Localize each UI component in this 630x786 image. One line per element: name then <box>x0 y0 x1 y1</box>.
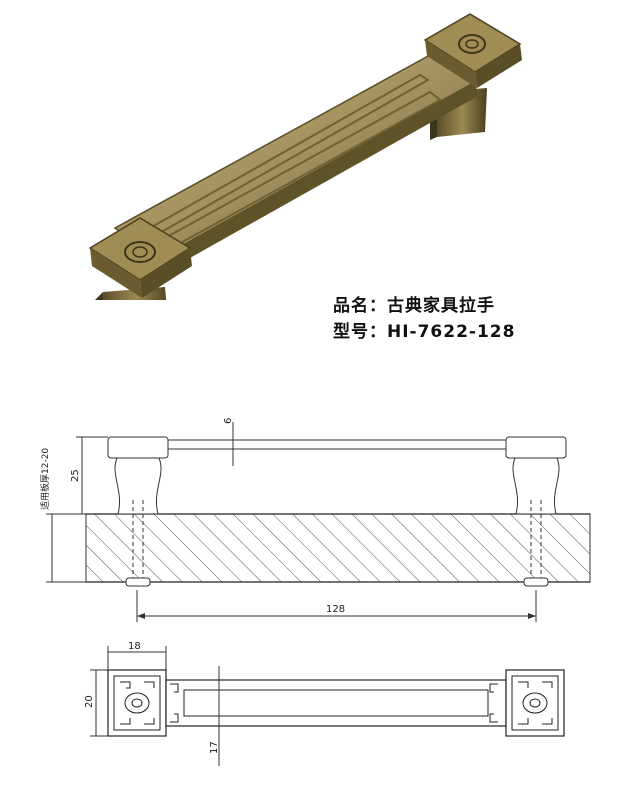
board-thickness-label: 适用板厚12-20 <box>39 448 51 510</box>
top-bar <box>165 679 507 727</box>
dim-25-label: 25 <box>70 469 81 482</box>
product-model: 型号：HI-7622-128 <box>333 322 516 342</box>
dim-128-label: 128 <box>326 604 345 615</box>
side-view-drawing: 6 25 适用板厚12-20 128 <box>39 418 591 622</box>
top-view-drawing: 18 20 17 <box>84 641 565 766</box>
top-right-cap <box>505 669 565 737</box>
handle-bar <box>113 54 478 272</box>
product-name: 品名：古典家具拉手 <box>333 296 495 316</box>
dim-20-label: 20 <box>84 695 95 708</box>
dim-6-label: 6 <box>223 418 234 424</box>
dim-17-label: 17 <box>209 741 220 754</box>
side-handle <box>107 436 567 587</box>
handle-right-cap <box>423 13 522 88</box>
board-section <box>85 513 591 583</box>
dim-18-label: 18 <box>128 641 141 652</box>
product-photo <box>88 13 522 300</box>
handle-left-cap <box>88 217 192 298</box>
product-info: 品名：古典家具拉手 型号：HI-7622-128 <box>333 293 515 345</box>
top-left-cap <box>107 669 167 737</box>
